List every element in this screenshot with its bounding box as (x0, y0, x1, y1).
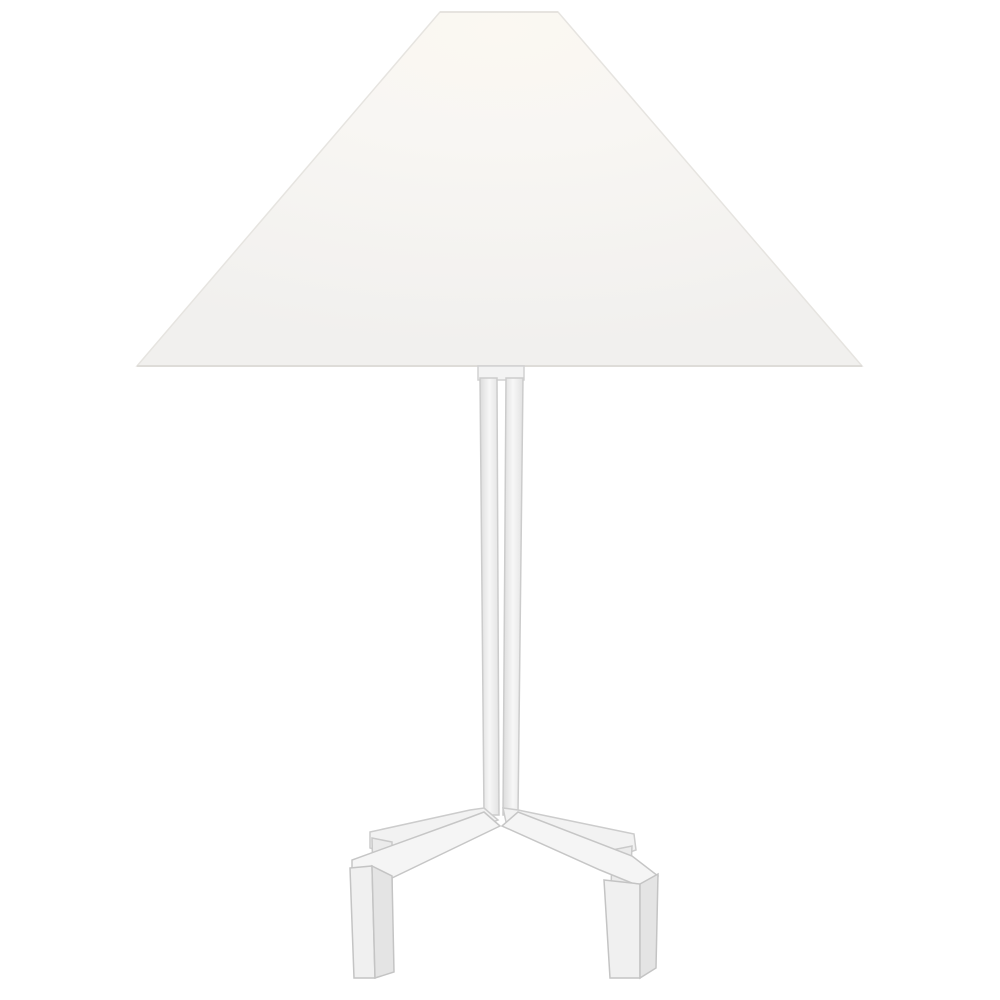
lamp-shade (135, 11, 864, 367)
lamp-stem (477, 365, 525, 816)
lamp-base (349, 807, 660, 980)
